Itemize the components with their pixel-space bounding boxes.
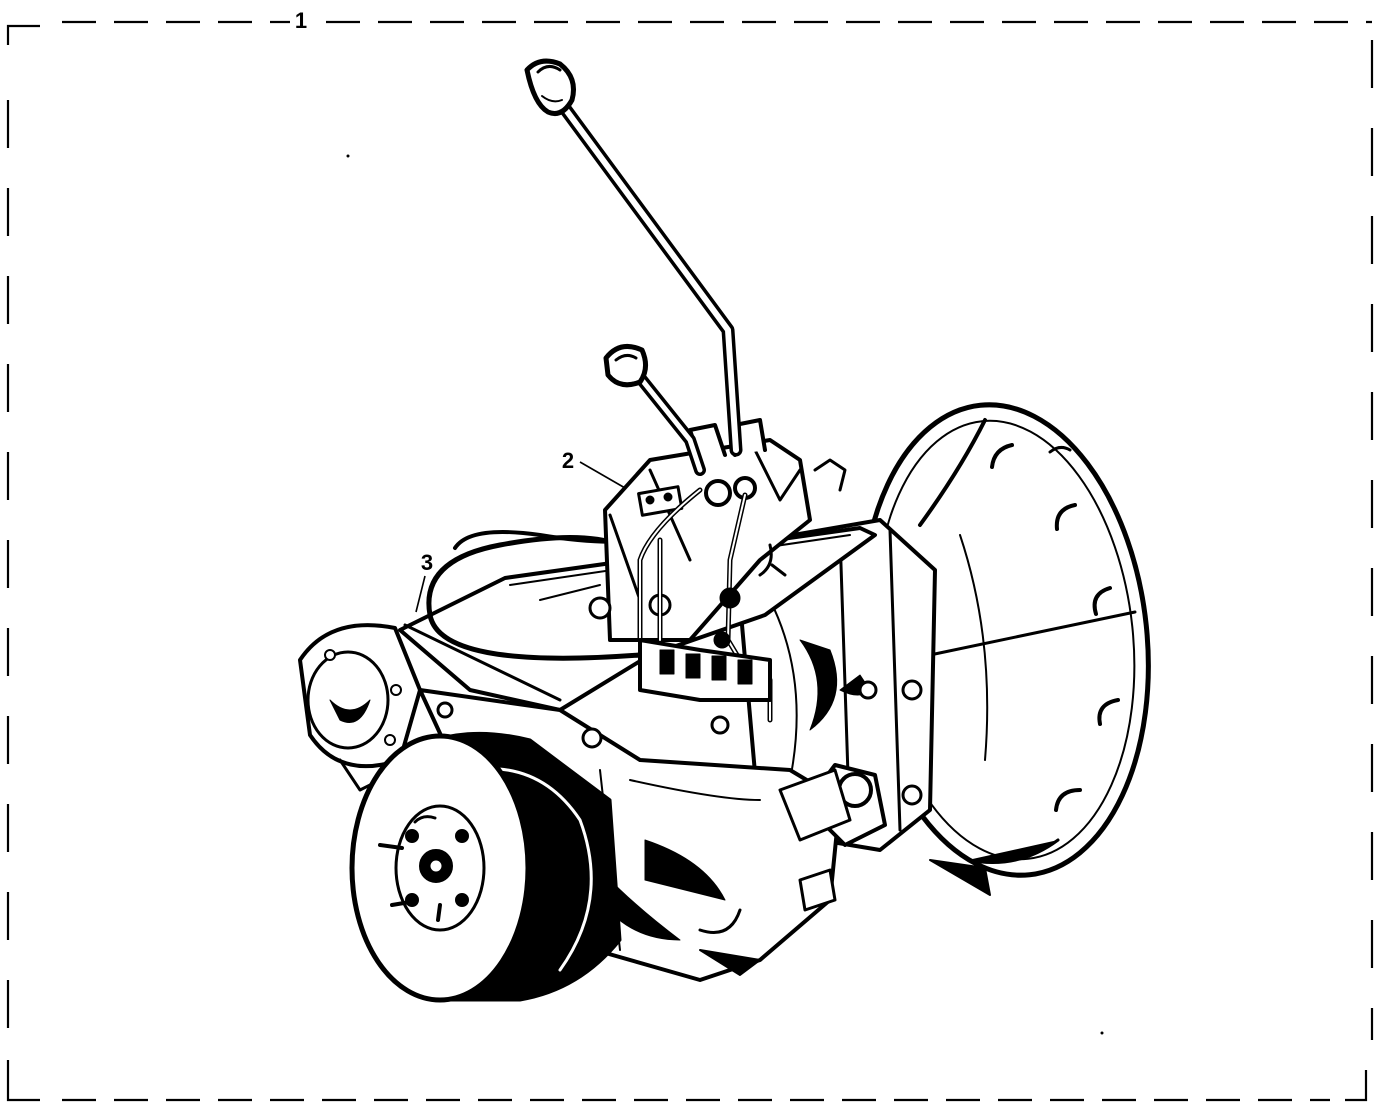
selector-housing [588,418,847,642]
output-extension [699,768,852,976]
callout-2-label: 2 [562,448,574,473]
callout-3-label: 3 [421,550,433,575]
frame-top-left-segment [6,24,40,45]
frame-bottom-right-corner [1345,1070,1368,1102]
frame-bottom-left-corner [6,1060,40,1102]
front-output-housing [298,623,422,792]
brake-drum [349,731,622,1003]
dashed-frame [6,20,1374,1102]
main-gear-lever [524,58,743,457]
gearbox-transfer-assembly-icon [298,58,1151,1035]
linkage-block [638,587,772,735]
callout-1-label: 1 [295,8,307,33]
leader-line-3 [415,575,426,613]
transfer-lever [603,343,706,476]
